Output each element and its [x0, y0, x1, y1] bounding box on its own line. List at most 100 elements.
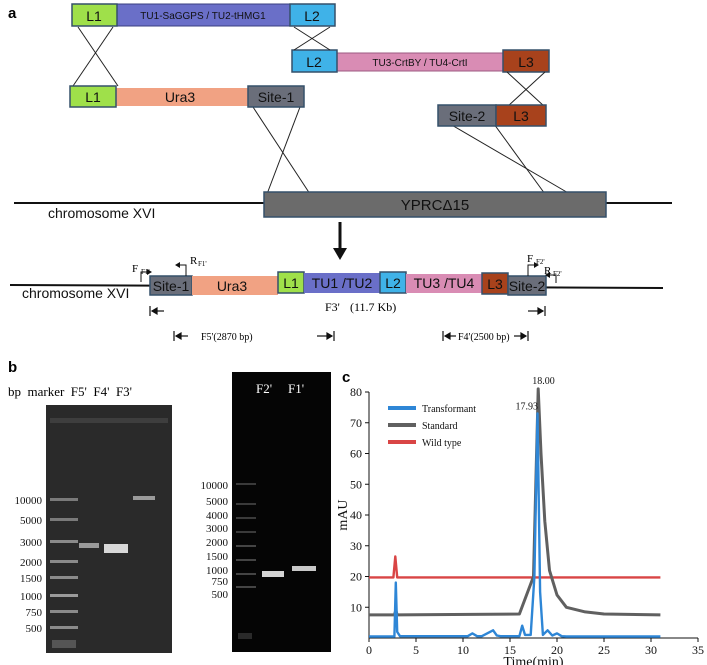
l2-label-mid: L2 [306, 54, 322, 70]
site2-label: Site-2 [449, 108, 486, 124]
int-l3-label: L3 [487, 276, 503, 292]
f3-label: F3' [325, 300, 340, 314]
construct-mid: L2 TU3-CrtBY / TU4-CrtI L3 [291, 49, 550, 73]
l3-label-site2: L3 [513, 108, 529, 124]
gel1-size-2000: 2000 [20, 557, 43, 569]
integration-arrow [333, 222, 347, 260]
y-tick-label: 20 [350, 570, 362, 584]
int-ura3-box [192, 276, 278, 295]
locus-box [263, 191, 607, 218]
y-tick-label: 40 [350, 508, 362, 522]
site1-label: Site-1 [258, 89, 295, 105]
gel1-band-f3 [133, 496, 155, 500]
gel2-lane-f1: F1' [288, 381, 304, 396]
int-ura3-label: Ura3 [217, 278, 248, 294]
x-tick-label: 10 [457, 643, 469, 657]
gel2-lane-f2: F2' [256, 381, 272, 396]
gel2-band-f1 [292, 566, 316, 571]
legend-label-transformant: Transformant [422, 404, 476, 415]
gel2-size-1000: 1000 [206, 565, 229, 577]
primer-f2-sub: F2' [536, 258, 545, 266]
gel2-marker-lane [236, 483, 256, 639]
gel2-marker-labels: 10000 5000 4000 3000 2000 1500 1000 750 … [201, 480, 229, 601]
int-site2-label: Site-2 [509, 278, 546, 294]
l3-box-site2 [495, 104, 547, 127]
gel1-size-3000: 3000 [20, 537, 43, 549]
x-tick-label: 5 [413, 643, 419, 657]
primer-f1-sub: F1' [141, 268, 150, 276]
gel2-size-5000: 5000 [206, 496, 229, 508]
gel2-size-4000: 4000 [206, 510, 229, 522]
panel-a-letter: a [8, 5, 17, 22]
tu3-tu4-label: TU3-CrtBY / TU4-CrtI [372, 58, 467, 69]
x-tick-label: 30 [645, 643, 657, 657]
primer-r2-label: R [544, 265, 552, 277]
l1-label-ura: L1 [85, 89, 101, 105]
series-line-standard [369, 387, 661, 617]
x-tick-label: 25 [598, 643, 610, 657]
int-l2-label: L2 [385, 275, 401, 291]
gel1-size-1000: 1000 [20, 591, 43, 603]
primer-r1-sub: F1' [198, 260, 207, 268]
y-tick-label: 60 [350, 447, 362, 461]
l3-label-mid: L3 [518, 54, 534, 70]
l3-box-mid [502, 49, 550, 73]
peak-annotation: 18.00 [532, 376, 555, 387]
gel2-band-f2 [262, 571, 284, 577]
primer-r2-sub: F2' [553, 270, 562, 278]
ura3-segment [115, 88, 250, 106]
f5-label: F5'(2870 bp) [201, 332, 253, 343]
x-tick-label: 20 [551, 643, 563, 657]
gel1-size-1500: 1500 [20, 573, 43, 585]
int-l1-label: L1 [283, 275, 299, 291]
series-line-transformant [369, 412, 661, 638]
peak-annotation: 17.93 [516, 402, 539, 413]
int-site2-box [507, 275, 547, 296]
int-tu3-tu4-box [406, 274, 482, 293]
gel2-size-3000: 3000 [206, 523, 229, 535]
f4-label: F4'(2500 bp) [458, 332, 510, 343]
primer-r1-label: R [190, 255, 198, 267]
panel-b-letter: b [8, 359, 17, 376]
gel1-marker-lane [50, 498, 78, 648]
x-axis-label: Time(min) [503, 655, 563, 665]
ura3-fragment: L1 Ura3 Site-1 [69, 85, 305, 108]
gel1-marker-labels: 10000 5000 3000 2000 1500 1000 750 500 [15, 495, 43, 635]
series-line-wild-type [369, 555, 661, 579]
gel1-band-f5 [79, 543, 99, 548]
int-tu1-tu2-label: TU1 /TU2 [312, 275, 373, 291]
gel2-size-750: 750 [212, 576, 229, 588]
l1-label-top: L1 [86, 8, 102, 24]
pcr-fragment-indicators [149, 306, 546, 341]
y-tick-label: 10 [350, 600, 362, 614]
primer-f1-label: F [132, 263, 138, 275]
gel1-size-500: 500 [26, 623, 43, 635]
y-tick-label: 80 [350, 385, 362, 399]
gel1-wells [50, 418, 168, 423]
integrated-cassette: Site-1 Ura3 L1 TU1 /TU2 L2 TU3 /TU4 L3 S… [149, 271, 547, 296]
legend-label-wild-type: Wild type [422, 438, 462, 449]
gel2-size-1500: 1500 [206, 551, 229, 563]
primer-markers: F F1' R F1' F F2' R F2' [132, 253, 562, 283]
tu1-tu2-label: TU1-SaGGPS / TU2-tHMG1 [140, 11, 266, 22]
gel1-header: bp marker F5' F4' F3' [8, 384, 132, 399]
chromosome-label-2: chromosome XVI [22, 285, 129, 301]
x-tick-label: 0 [366, 643, 372, 657]
gel1-band-f4 [104, 544, 128, 553]
int-tu1-tu2-box [304, 273, 380, 293]
chromosome-label-1: chromosome XVI [48, 205, 155, 221]
gel1-size-750: 750 [26, 607, 43, 619]
site2-fragment: Site-2 L3 [437, 104, 547, 127]
f3-size-label: (11.7 Kb) [350, 300, 396, 314]
y-tick-label: 30 [350, 539, 362, 553]
site1-box [247, 85, 305, 108]
legend-label-standard: Standard [422, 421, 458, 432]
l2-label-top: L2 [304, 8, 320, 24]
int-tu3-tu4-label: TU3 /TU4 [414, 275, 475, 291]
gel-1 [46, 405, 172, 653]
l2-box-mid [291, 49, 338, 73]
l1-box-top [71, 3, 118, 27]
